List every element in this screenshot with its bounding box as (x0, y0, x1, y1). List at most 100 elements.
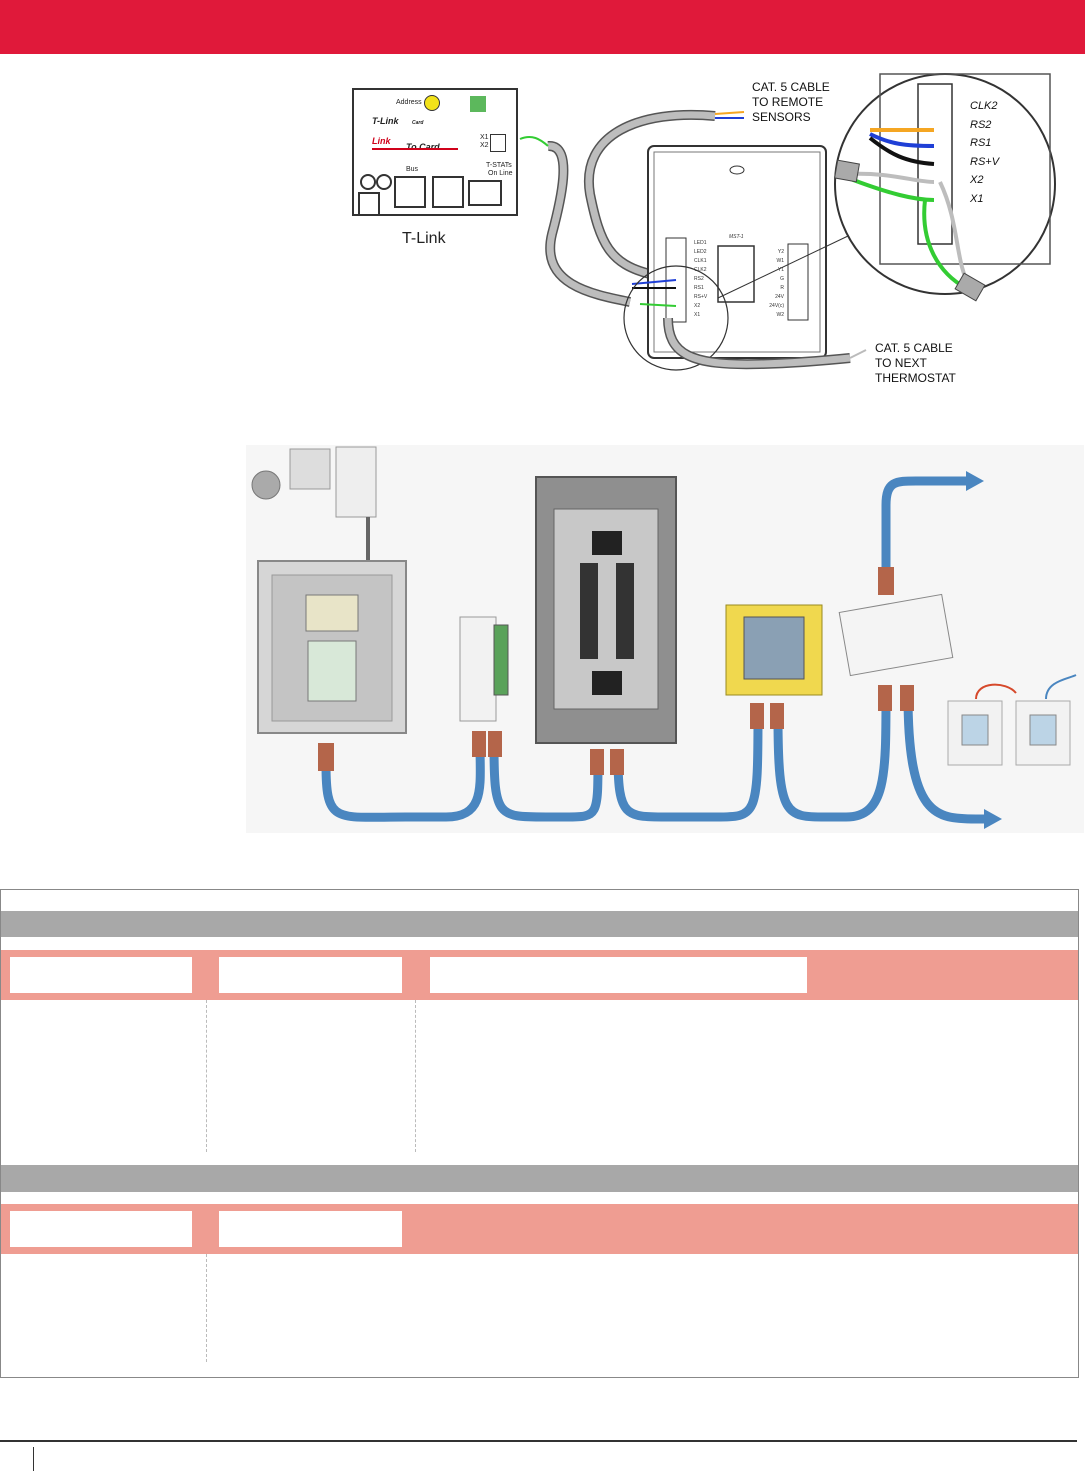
rj45-plug (318, 743, 334, 771)
rj45-port-2 (432, 176, 464, 208)
zoom-terminal-label: RS+V (970, 155, 1000, 168)
table1-divider-2 (415, 1000, 416, 1152)
dial-plate (289, 448, 331, 490)
wall-switch (459, 616, 497, 722)
tstats-label: T-STATs (486, 162, 512, 169)
thermostat-2-display (1029, 714, 1057, 746)
tlink-brand-suffix: Card (412, 120, 424, 126)
tlink-green-wire (519, 136, 549, 147)
rj45-plug (878, 567, 894, 595)
wall-switch-board (493, 624, 509, 696)
table2-header-cell-2 (219, 1211, 402, 1247)
online-label: On Line (488, 170, 513, 177)
rj45-plug (900, 685, 914, 711)
table2-section-band (1, 1165, 1078, 1192)
bus-cable-5 (903, 694, 986, 824)
table1-header-cell-2 (219, 957, 402, 993)
footer-tick (33, 1447, 34, 1471)
zoom-cable-sheath-2 (954, 272, 986, 302)
relay-panel-controller (305, 594, 359, 632)
zoom-black-wire (868, 136, 935, 166)
breaker-column-left (580, 563, 598, 659)
zoom-terminal-label: RS1 (970, 137, 992, 149)
tlink-module (838, 593, 954, 677)
connector-round-1 (360, 174, 376, 190)
bus-cable-4 (773, 694, 891, 822)
x2-label: X2 (480, 142, 489, 149)
tlink-caption: T-Link (402, 230, 446, 247)
right-terminal-strip (787, 243, 809, 321)
zoom-gray-wire (847, 171, 935, 184)
thermostat-wiring-diagram (519, 73, 1056, 371)
rj45-plug (590, 749, 604, 775)
thermostat-model-label: MST-1 (729, 234, 744, 240)
breaker-slot-top (592, 531, 622, 555)
thermostat-wire-blue (1045, 674, 1077, 700)
terminal-label: G (780, 276, 784, 282)
power-jack (468, 180, 502, 206)
x1-label: X1 (480, 134, 489, 141)
address-label: Address (396, 99, 422, 106)
rj45-plug (610, 749, 624, 775)
tlink-cable (546, 142, 631, 306)
relay-panel-board (307, 640, 357, 702)
dial-knob (251, 470, 281, 500)
terminal-label: Y1 (777, 267, 784, 273)
gateway-board (743, 616, 805, 680)
left-terminal-labels: LED1 LED2 CLK1 CLK2 RS2 RS1 RS+V X2 X1 (694, 240, 707, 321)
terminal-plug (358, 192, 380, 216)
tlink-card: Address T-Link Card Link To Card X1 X2 T… (352, 88, 518, 216)
rj45-plug (472, 731, 486, 757)
spec-table-frame (0, 889, 1079, 1378)
zoom-terminal-label: RS2 (970, 118, 992, 131)
wire-x2 (639, 303, 677, 307)
zoom-frame (879, 73, 1051, 265)
rj45-port-1 (394, 176, 426, 208)
zoom-terminal-labels: CLK2 RS2 RS1 RS+V X2 X1 (970, 100, 999, 211)
terminal-label: CLK1 (694, 258, 707, 264)
table1-header-cell-1 (10, 957, 192, 993)
remote-sensors-callout: CAT. 5 CABLE TO REMOTE SENSORS (752, 80, 830, 124)
bus-cable-3 (613, 716, 763, 822)
terminal-label: Y2 (777, 249, 784, 255)
tlink-brand-label: T-Link (372, 116, 399, 126)
right-terminal-labels: Y2 W1 Y1 G R 24V 24V(c) W2 (762, 249, 784, 321)
lcd-logo (470, 96, 486, 112)
bus-cable-up (881, 476, 968, 575)
terminal-label: CLK2 (694, 267, 707, 273)
terminal-label: LED1 (694, 240, 707, 246)
terminal-label: RS2 (694, 276, 704, 282)
table2-divider-1 (206, 1254, 207, 1362)
top-banner (0, 0, 1085, 54)
rj45-plug (878, 685, 892, 711)
breaker-column-right (616, 563, 634, 659)
thermostat-window (717, 245, 755, 303)
terminal-label: W1 (776, 258, 785, 264)
bus-arrow-right (984, 809, 1002, 829)
thermostat-hole (729, 165, 745, 175)
bus-arrow-up-right (966, 471, 984, 491)
next-cable-wire (849, 349, 867, 359)
rj45-plug (488, 731, 502, 757)
zoom-cable-sheath (834, 159, 860, 183)
table2-header-cell-1 (10, 1211, 192, 1247)
zoom-terminal-label: X2 (970, 174, 984, 186)
bus-cable-2 (489, 744, 603, 822)
zoom-green-wire (847, 176, 935, 202)
thermostat-wire-red (975, 683, 1017, 700)
thermostat-inner (653, 151, 821, 353)
breaker-slot-bottom (592, 671, 622, 695)
connector-round-2 (376, 174, 392, 190)
product-system-photo (246, 445, 1084, 833)
table1-header-cell-3 (430, 957, 807, 993)
thermostat-1-display (961, 714, 989, 746)
terminal-label: X2 (694, 303, 701, 309)
terminal-label: 24V (775, 294, 784, 300)
footer-rule (0, 1440, 1077, 1442)
terminal-label: W2 (776, 312, 785, 318)
terminal-label: LED2 (694, 249, 707, 255)
terminal-label: 24V(c) (769, 303, 784, 309)
x-terminal-block (490, 134, 506, 152)
rj45-plug (750, 703, 764, 729)
zoom-line (717, 235, 849, 299)
